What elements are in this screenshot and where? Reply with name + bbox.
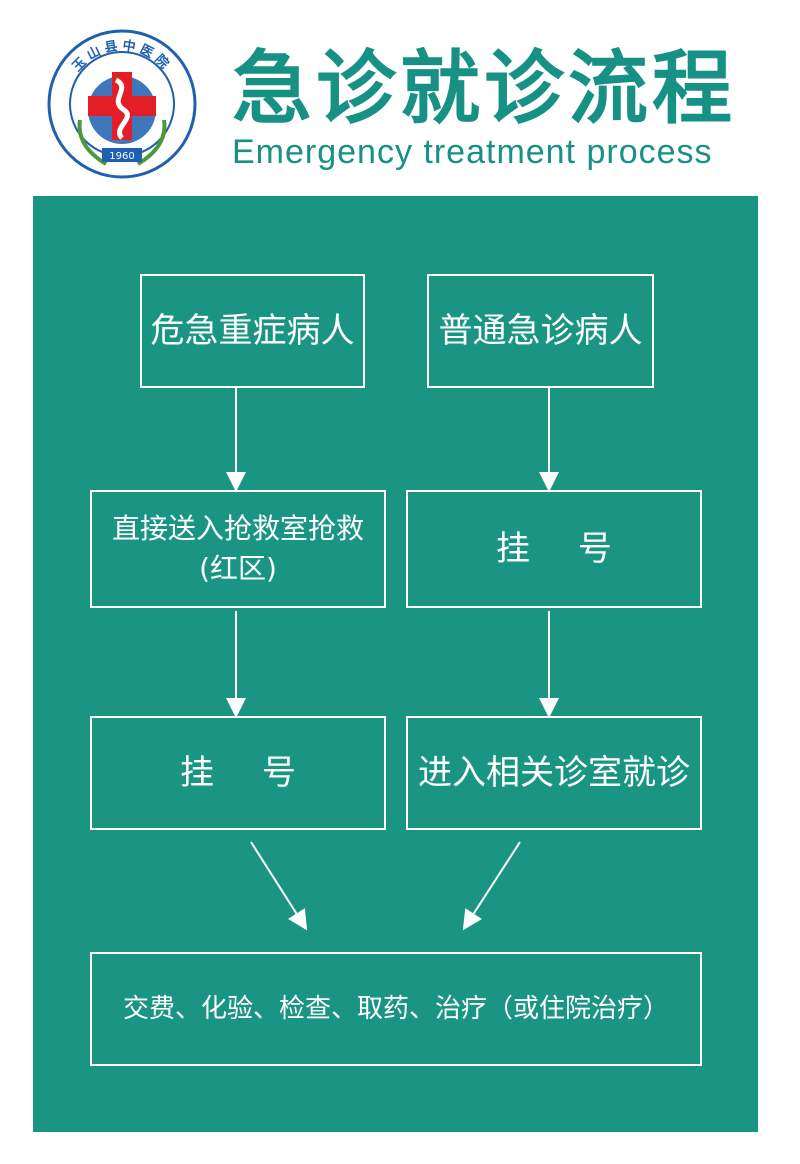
rescue-room-zone: (红区): [199, 552, 277, 585]
register-box-left: 挂号: [90, 716, 386, 830]
enter-clinic-label: 进入相关诊室就诊: [418, 753, 690, 793]
critical-patient-box: 危急重症病人: [140, 274, 365, 388]
critical-patient-label: 危急重症病人: [150, 311, 355, 351]
register-box-right: 挂号: [406, 490, 702, 608]
laurel-right-icon: [136, 119, 167, 166]
rescue-room-box: 直接送入抢救室抢救 (红区): [90, 490, 386, 608]
final-step-box: 交费、化验、检查、取药、治疗（或住院治疗）: [90, 952, 702, 1066]
crane-icon: [114, 77, 130, 140]
page-title: 急诊就诊流程: [232, 42, 736, 135]
regular-patient-label: 普通急诊病人: [438, 311, 643, 351]
page-subtitle: Emergency treatment process: [232, 133, 713, 171]
register-label-left: 挂号: [180, 753, 344, 793]
arrow-register-to-final: [250, 841, 308, 931]
register-label-right: 挂号: [496, 529, 660, 569]
regular-patient-box: 普通急诊病人: [427, 274, 654, 388]
rescue-room-label: 直接送入抢救室抢救: [111, 512, 364, 545]
arrow-clinic-to-final: [462, 841, 521, 931]
logo-year: 1960: [109, 151, 134, 162]
header: 玉山县中医院 1960 急诊就诊流程 Emergency treatment p…: [0, 0, 800, 195]
flow-panel: [33, 196, 758, 1132]
final-step-label: 交费、化验、检查、取药、治疗（或住院治疗）: [122, 994, 669, 1024]
enter-clinic-box: 进入相关诊室就诊: [406, 716, 702, 830]
hospital-logo: 玉山县中医院 1960: [47, 29, 197, 179]
year-ribbon: [102, 148, 142, 162]
flow-connectors: [226, 388, 559, 931]
laurel-left-icon: [77, 119, 108, 166]
